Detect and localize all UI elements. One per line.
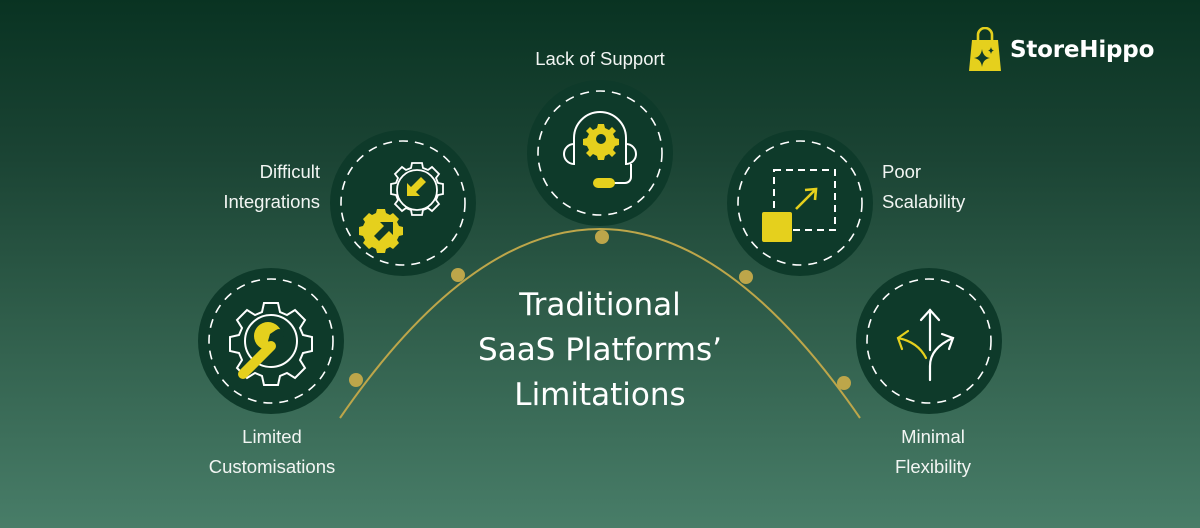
label-line: Limited	[242, 426, 302, 447]
arc-dot	[739, 270, 753, 284]
label-line: Difficult	[259, 161, 320, 182]
split-arrows-icon	[866, 278, 992, 404]
scale-up-arrow-icon	[737, 140, 863, 266]
brand-name: StoreHippo	[1010, 37, 1155, 63]
title-line: Limitations	[514, 377, 686, 413]
node-limited-customisations	[198, 268, 344, 414]
label-lack-of-support: Lack of Support	[500, 44, 700, 74]
node-poor-scalability	[727, 130, 873, 276]
label-poor-scalability: Poor Scalability	[882, 157, 1002, 217]
arc-dot	[349, 373, 363, 387]
arc-dot	[837, 376, 851, 390]
title-line: SaaS Platforms’	[478, 332, 722, 368]
label-line: Scalability	[882, 191, 966, 212]
diagram-title: Traditional SaaS Platforms’ Limitations	[450, 283, 750, 418]
node-difficult-integrations	[330, 130, 476, 276]
gears-arrows-icon	[340, 140, 466, 266]
label-line: Minimal	[901, 426, 965, 447]
brand-logo: StoreHippo	[968, 27, 1154, 73]
arc-dot	[451, 268, 465, 282]
label-line: Customisations	[208, 456, 336, 477]
shopping-bag-sparkle-icon	[969, 27, 1001, 71]
gear-wrench-icon	[208, 278, 334, 404]
label-limited-customisations: Limited Customisations	[197, 422, 347, 482]
label-line: Integrations	[223, 191, 320, 212]
arc-dot	[595, 230, 609, 244]
label-line: Flexibility	[894, 456, 972, 477]
headset-gear-icon	[537, 90, 663, 216]
label-line: Poor	[882, 161, 922, 182]
label-difficult-integrations: Difficult Integrations	[205, 157, 320, 217]
node-minimal-flexibility	[856, 268, 1002, 414]
label-minimal-flexibility: Minimal Flexibility	[880, 422, 986, 482]
label-line: Lack of Support	[535, 48, 665, 69]
title-line: Traditional	[519, 287, 681, 323]
node-lack-of-support	[527, 80, 673, 226]
arc-line	[339, 228, 861, 419]
